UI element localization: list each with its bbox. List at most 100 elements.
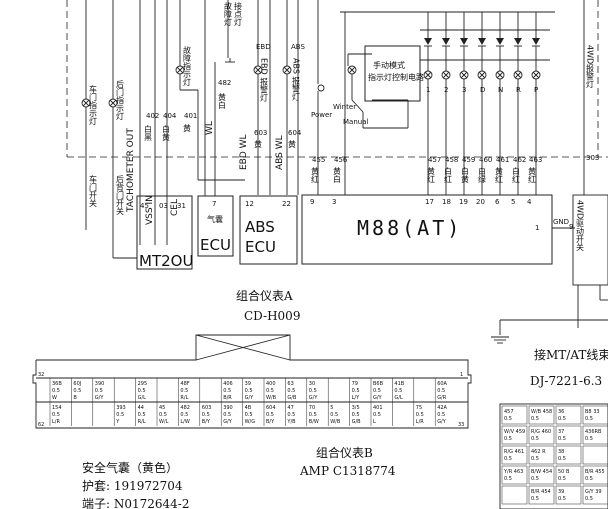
cel-label: CEL — [170, 199, 180, 216]
airbag-terminal: 端子: N0172644-2 — [82, 497, 190, 509]
connector-pin-text: 0.5 — [558, 416, 566, 422]
connector-pin-text: 39 — [558, 489, 564, 495]
connector-pin-text: 603 — [202, 405, 212, 411]
fault-lamp-label: 故障指示灯 — [183, 45, 192, 87]
ebd-lamp-label: EBD 报警灯 — [260, 58, 269, 102]
connector-pin-text: 0.5 — [416, 412, 424, 418]
connector-pin-text: 0.5 — [531, 436, 539, 442]
airbag-ecu-pin: 7 — [212, 200, 216, 208]
connector-pin-text: 45 — [159, 405, 165, 411]
cluster-b-title: 组合仪表B — [316, 445, 373, 460]
connector-pin-text: L/R — [416, 419, 424, 425]
power-label: Power — [311, 111, 332, 119]
connector-pin-text: 0.5 — [585, 476, 593, 482]
wire-color-482: 黄白 — [218, 92, 227, 110]
wire-color: 白黄 — [461, 166, 470, 184]
connector-pin-text: W/V 459 — [504, 429, 525, 435]
connector-pin-text: 36 — [558, 409, 564, 415]
connector-pin-text: 0.5 — [352, 388, 360, 394]
mt2ou-label: MT2OU — [139, 252, 193, 270]
connector-pin-text: 41B — [394, 381, 404, 387]
connector-pin-text: 0.5 — [52, 388, 60, 394]
abs-ecu-module: 12 22 ABS ECU — [239, 195, 298, 265]
wire-code: 458 — [445, 156, 458, 164]
connector-pin-text: 0.5 — [245, 412, 253, 418]
connector-pin-text: 0.5 — [202, 412, 210, 418]
connector-pin-text: 0.5 — [531, 476, 539, 482]
connector-pin-text: 47 — [287, 405, 293, 411]
connector-pin-text: B — [73, 395, 77, 401]
connector-a-pin-bottom-right: 33 — [458, 422, 464, 428]
wire-color: 黄红 — [495, 166, 504, 183]
wire-color-604: 黄 — [288, 139, 297, 149]
abs-wl-label: ABS WL — [275, 135, 285, 170]
abs-lamp-label: ABS 报警灯 — [292, 58, 301, 101]
connector-pin-text: 295 — [138, 381, 148, 387]
connector-pin-text: 400 — [266, 381, 276, 387]
wire-color: 白红 — [444, 166, 453, 183]
connector-pin-text: 0.5 — [504, 436, 512, 442]
connector-pin-text: 0.5 — [116, 412, 124, 418]
connector-pin-text: 0.5 — [558, 456, 566, 462]
connector-pin-text: G/B — [287, 395, 297, 401]
diode-icon — [496, 38, 504, 45]
connector-pin-text: 0.5 — [159, 412, 167, 418]
gear-label: R — [516, 86, 521, 94]
diode-icon — [532, 38, 540, 45]
connector-pin-text: 37 — [558, 429, 564, 435]
m88-pin-5: 5 — [511, 198, 515, 206]
wire-color-404: 白黄 — [162, 124, 171, 142]
wire-code-401: 401 — [184, 112, 197, 120]
mt2ou-pin-45: 45 — [140, 202, 149, 210]
mt-at-title: 接MT/AT线束 — [534, 347, 608, 362]
cluster-b-code: AMP C1318774 — [299, 464, 396, 478]
connector-pin-text: 44 — [138, 405, 144, 411]
connector-pin-text: 30 — [309, 381, 315, 387]
gnd-label: GND — [553, 218, 569, 226]
connector-pin-text: 406 — [223, 381, 233, 387]
connector-pin-text: B6B — [373, 381, 384, 387]
connector-pin-text: R/L — [180, 395, 188, 401]
connector-pin-text: 60A — [437, 381, 447, 387]
top-label-mid: 故障灯 — [224, 1, 233, 27]
door-lamp-group — [81, 0, 245, 245]
connector-pin-text: 36B — [52, 381, 62, 387]
wire-code: 456 — [334, 156, 348, 164]
diode-icon — [514, 38, 522, 45]
connector-pin-text: B/R 455 — [585, 469, 605, 475]
connector-pin-text: B/Y — [202, 419, 211, 425]
connector-pin-text: 0.5 — [138, 412, 146, 418]
connector-pin-text: 0.5 — [287, 412, 295, 418]
abs-label: ABS — [291, 43, 305, 51]
connector-pin-text: 457 — [504, 409, 514, 415]
top-lamp-label-a: 接点灯 — [234, 1, 243, 27]
manual-mode-box-line1: 手动模式 — [373, 60, 405, 70]
m88-pin-9: 9 — [310, 198, 314, 206]
connector-pin-text: 0.5 — [309, 412, 317, 418]
cluster-a-title: 组合仪表A — [236, 288, 293, 303]
connector-pin-text: W/B — [330, 419, 341, 425]
connector-pin-text: 0.5 — [585, 416, 593, 422]
connector-pin-text: 0.5 — [95, 388, 103, 394]
connector-pin-text: 39 — [245, 381, 251, 387]
connector-pin-text: 0.5 — [558, 476, 566, 482]
diode-icon — [460, 38, 468, 45]
abs-ecu-label-2: ECU — [245, 238, 276, 256]
connector-mt-at — [499, 403, 608, 509]
back-door-lamp-label: 后门指示灯 — [116, 79, 125, 121]
connector-pin-text: 0.5 — [245, 388, 253, 394]
connector-pin-text: 436RB — [585, 429, 602, 435]
connector-pin-text: 0.5 — [223, 412, 231, 418]
connector-pin-text: G/L — [394, 395, 403, 401]
wire-code: 461 — [496, 156, 509, 164]
connector-pin-text: 0.5 — [266, 412, 274, 418]
connector-pin-text: G/Y — [223, 419, 233, 425]
tachometer-out-label: TACHOMETER OUT — [126, 128, 136, 213]
wire-code-604: 604 — [288, 129, 302, 137]
top-misc-wires — [214, 0, 235, 196]
connector-pin-text: B8 33 — [585, 409, 600, 415]
connector-pin-text: L/R — [52, 419, 60, 425]
diode-icon — [478, 38, 486, 45]
connector-pin-text: W/G — [245, 419, 256, 425]
